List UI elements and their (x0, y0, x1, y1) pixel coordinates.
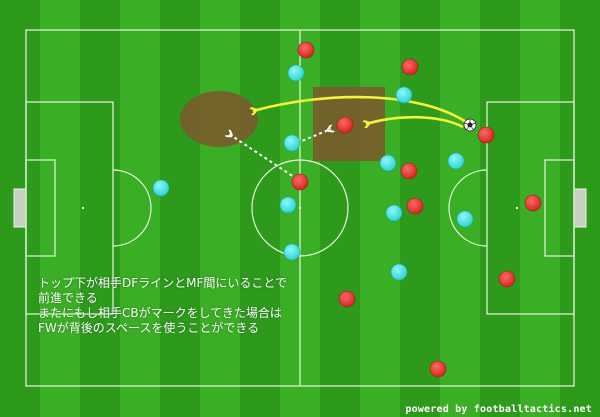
red-player (401, 58, 419, 76)
annotation-line: FWが背後のスペースを使うことができる (38, 321, 260, 335)
red-player (498, 270, 516, 288)
cyan-player (152, 179, 170, 197)
cyan-player (395, 86, 413, 104)
cyan-player (379, 154, 397, 172)
credit-footer[interactable]: powered by footballtactics.net (405, 404, 592, 415)
grass-stripe (320, 0, 360, 417)
right-penalty-spot (515, 206, 519, 210)
red-player (297, 41, 315, 59)
space-behind-defense (180, 91, 258, 147)
grass-stripe (80, 0, 120, 417)
right-penalty-arc (448, 169, 488, 247)
red-player (400, 162, 418, 180)
grass-stripe (240, 0, 280, 417)
annotation-line: 前進できる (38, 291, 98, 305)
left-goal (13, 188, 27, 228)
annotation-line: トップ下が相手DFラインとMF間にいることで (38, 276, 288, 290)
cyan-player (279, 196, 297, 214)
soccer-ball-icon (463, 118, 477, 132)
left-penalty-arc (112, 169, 152, 247)
grass-stripe (200, 0, 240, 417)
grass-stripe (40, 0, 80, 417)
left-penalty-spot (81, 206, 85, 210)
cyan-player (283, 134, 301, 152)
forward-run-arrow (229, 134, 298, 180)
short-pass-arrow (366, 115, 464, 127)
red-player (429, 360, 447, 378)
red-player (406, 197, 424, 215)
red-team (291, 41, 542, 378)
red-player-forward (291, 173, 309, 191)
cyan-player (283, 243, 301, 261)
cyan-player (456, 210, 474, 228)
cyan-player (447, 152, 465, 170)
cyan-player (287, 64, 305, 82)
support-run-arrow (296, 129, 331, 144)
grass-stripe (160, 0, 200, 417)
center-spot (298, 206, 302, 210)
tactic-annotation: トップ下が相手DFラインとMF間にいることで 前進できる またにもし相手CBがマ… (38, 276, 287, 336)
grass-stripe (520, 0, 560, 417)
right-goal (573, 188, 587, 228)
cyan-team (152, 64, 474, 281)
grass-stripe (120, 0, 160, 417)
center-circle (251, 159, 349, 257)
long-pass-arrow (253, 95, 467, 124)
red-player-target (336, 116, 354, 134)
cyan-player (385, 204, 403, 222)
red-player (338, 290, 356, 308)
grass-stripe (440, 0, 480, 417)
annotation-line: またにもし相手CBがマークをしてきた場合は (38, 306, 282, 320)
red-player-passer (477, 126, 495, 144)
grass-stripe (480, 0, 520, 417)
red-goalkeeper (524, 194, 542, 212)
cyan-player (390, 263, 408, 281)
